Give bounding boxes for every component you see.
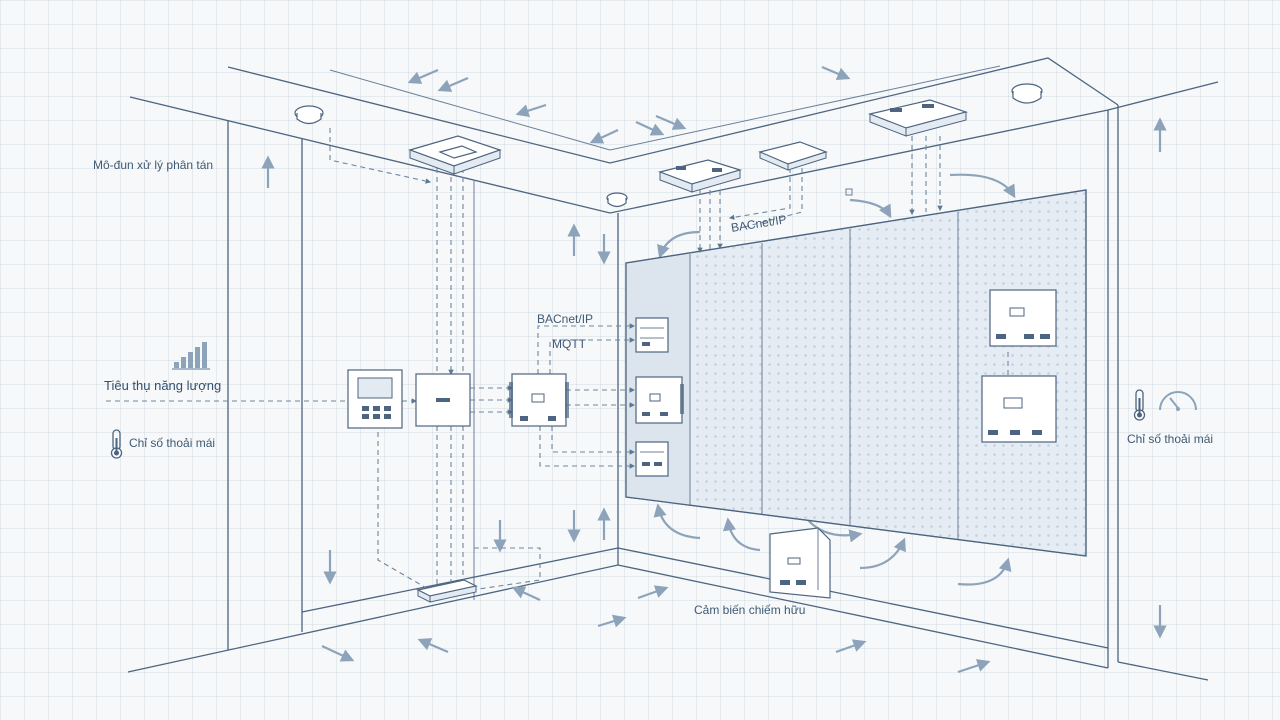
smoke-detector-icon [294, 105, 324, 125]
field-controller [989, 289, 1057, 347]
smoke-detector-icon [606, 192, 628, 208]
io-module [635, 376, 684, 424]
room-structure [127, 57, 1219, 681]
smoke-detector-icon [1011, 83, 1043, 104]
thermometer-icon [110, 429, 123, 459]
thermostat-panel [347, 369, 403, 429]
bar-chart-icon [172, 342, 210, 370]
field-controller [981, 375, 1057, 443]
ceiling-controller [867, 99, 969, 137]
occupancy-sensor-label: Cảm biến chiếm hữu [694, 603, 806, 617]
bacnet-ip-label-mid: BACnet/IP [537, 312, 594, 326]
ceiling-diffuser [408, 135, 502, 175]
io-module [635, 317, 669, 353]
distributed-module-label: Mô-đun xử lý phân tán [93, 158, 214, 172]
occupancy-sensor-device [769, 527, 831, 599]
gauge-icon [1159, 391, 1197, 411]
floor-sensor [416, 579, 478, 603]
io-module [635, 441, 669, 477]
ceiling-sensor [758, 141, 828, 171]
mqtt-label: MQTT [552, 337, 586, 351]
control-panel-wall [625, 189, 1087, 557]
indicator [845, 188, 853, 196]
junction-box [415, 373, 471, 427]
energy-consumption-label: Tiêu thụ năng lượng [104, 378, 222, 393]
ceiling-controller [657, 159, 743, 193]
comfort-index-label-left: Chỉ số thoải mái [129, 436, 216, 450]
thermometer-icon [1133, 389, 1146, 421]
distributed-controller [509, 373, 569, 427]
communication-lines [106, 128, 1009, 591]
comfort-index-label-right: Chỉ số thoải mái [1127, 432, 1214, 446]
